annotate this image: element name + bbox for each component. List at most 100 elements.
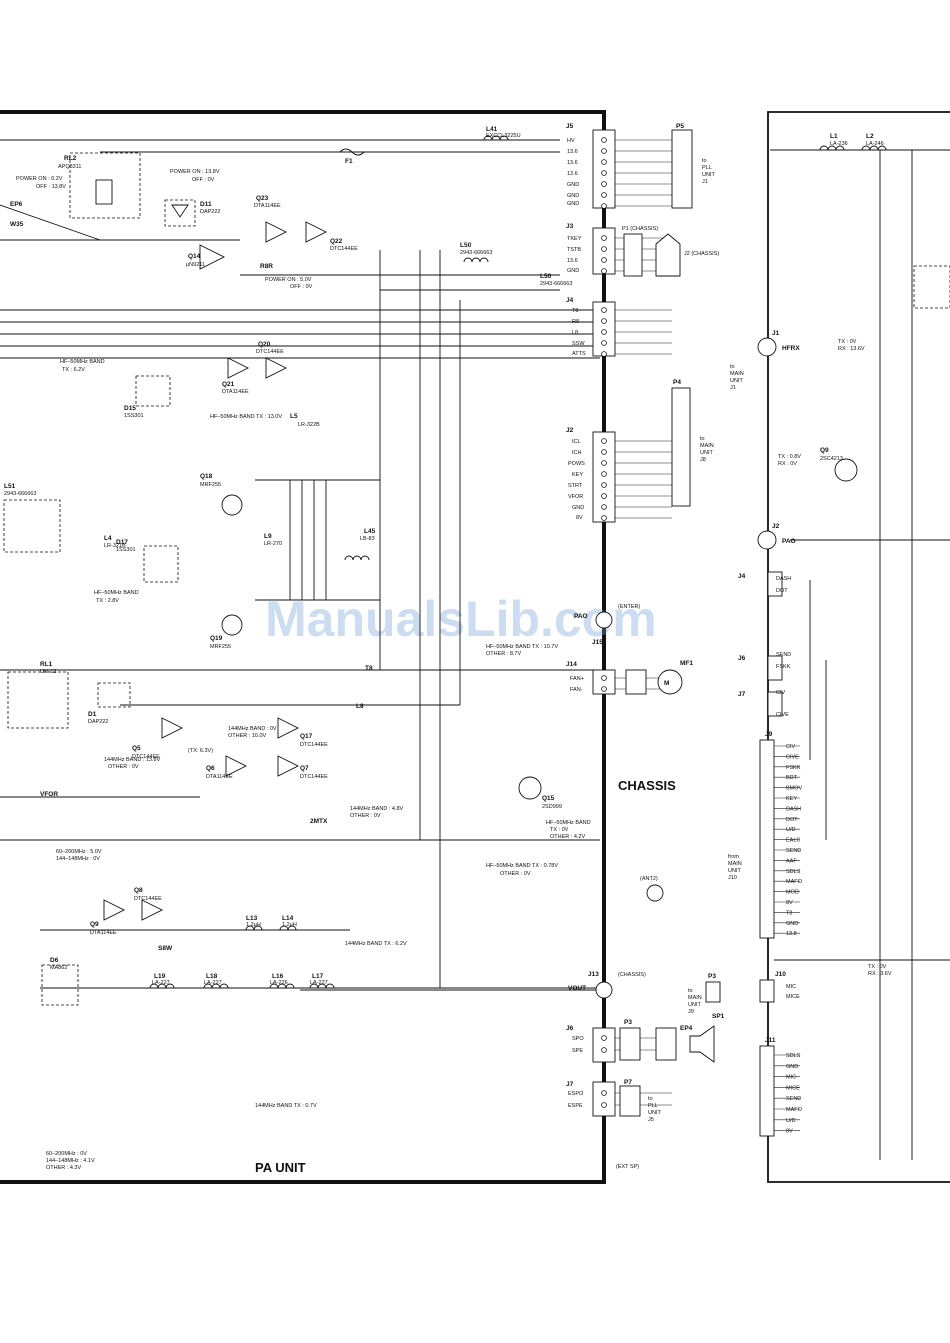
- svg-text:Q17: Q17: [300, 733, 313, 740]
- svg-text:144MHz BAND : 4.8V: 144MHz BAND : 4.8V: [350, 806, 404, 812]
- svg-text:UNIT: UNIT: [702, 172, 715, 178]
- svg-text:MIC: MIC: [786, 984, 796, 990]
- svg-text:J15: J15: [592, 639, 603, 646]
- svg-text:MAIN: MAIN: [728, 861, 742, 867]
- svg-text:SSW: SSW: [572, 341, 585, 347]
- svg-text:J9: J9: [688, 1009, 694, 1015]
- svg-text:ICL: ICL: [572, 439, 581, 445]
- svg-text:Q7: Q7: [300, 765, 309, 772]
- svg-text:L8: L8: [572, 330, 578, 336]
- svg-text:L50: L50: [540, 273, 552, 280]
- svg-text:R8R: R8R: [260, 263, 273, 270]
- svg-text:P5: P5: [676, 123, 684, 130]
- connector-pin: [601, 686, 607, 692]
- svg-text:HF–50MHz BAND: HF–50MHz BAND: [546, 820, 591, 826]
- svg-text:144MHz BAND TX : 6.2V: 144MHz BAND TX : 6.2V: [345, 941, 407, 947]
- svg-text:to: to: [700, 436, 705, 442]
- svg-text:L17: L17: [312, 973, 324, 980]
- svg-text:APQ3311: APQ3311: [58, 164, 81, 170]
- svg-text:ICH: ICH: [572, 450, 582, 456]
- connector-pin-label: 8V: [786, 1129, 793, 1135]
- svg-text:PLL: PLL: [648, 1103, 658, 1109]
- svg-text:PAO: PAO: [574, 613, 588, 620]
- svg-text:TSTB: TSTB: [567, 247, 581, 253]
- svg-text:FAN-: FAN-: [570, 687, 583, 693]
- connector-pin-label: SDLS: [786, 869, 801, 875]
- svg-text:MAIN: MAIN: [730, 371, 744, 377]
- svg-text:HF–50MHz BAND TX : 13.0V: HF–50MHz BAND TX : 13.0V: [210, 414, 282, 420]
- unit-borders: [0, 110, 950, 1184]
- svg-text:TX : 0.8V: TX : 0.8V: [778, 454, 801, 460]
- connector-pin-label: 8V: [786, 900, 793, 906]
- svg-text:D11: D11: [200, 201, 212, 208]
- svg-text:RX : 13.6V: RX : 13.6V: [838, 346, 865, 352]
- connector-pin: [601, 257, 607, 263]
- power-notes-top: POWER ON : 0.2V OFF : 13.8V POWER ON : 1…: [10, 169, 313, 290]
- svg-text:MA862: MA862: [50, 965, 67, 971]
- svg-text:144–148MHz : 4.1V: 144–148MHz : 4.1V: [46, 1158, 95, 1164]
- svg-text:M: M: [664, 680, 669, 687]
- connector-pin-label: GND: [786, 921, 798, 927]
- svg-text:RL2: RL2: [64, 155, 77, 162]
- svg-text:J5: J5: [566, 123, 574, 130]
- svg-text:RX : 0V: RX : 0V: [778, 461, 797, 467]
- svg-text:J14: J14: [566, 661, 577, 668]
- svg-text:P4: P4: [673, 379, 681, 386]
- svg-text:LA-246: LA-246: [866, 141, 884, 147]
- svg-text:UNIT: UNIT: [700, 450, 713, 456]
- svg-text:SEND: SEND: [776, 652, 791, 658]
- svg-text:Q8: Q8: [134, 887, 143, 894]
- svg-text:J10: J10: [775, 971, 786, 978]
- svg-text:144MHz BAND : 0V: 144MHz BAND : 0V: [228, 726, 277, 732]
- svg-text:OFF : 13.8V: OFF : 13.8V: [36, 184, 66, 190]
- transistor-q15: Q15 2SD999: [518, 776, 562, 810]
- connector-pin-label: U/D: [786, 827, 796, 833]
- svg-text:UNIT: UNIT: [688, 1002, 701, 1008]
- svg-text:(ENTER): (ENTER): [618, 604, 640, 610]
- svg-text:D15: D15: [124, 405, 136, 412]
- svg-text:8V: 8V: [576, 515, 583, 521]
- svg-text:OTHER : 8.7V: OTHER : 8.7V: [486, 651, 521, 657]
- svg-text:13.6: 13.6: [567, 149, 578, 155]
- svg-text:L19: L19: [154, 973, 166, 980]
- connector-pin: [601, 449, 607, 455]
- svg-text:L8: L8: [356, 703, 364, 710]
- svg-text:OFF : 0V: OFF : 0V: [290, 284, 313, 290]
- svg-text:POWER ON : 0.2V: POWER ON : 0.2V: [16, 176, 63, 182]
- svg-text:1SS301: 1SS301: [116, 547, 136, 553]
- transistor-q22: Q22 DTC144EE: [305, 221, 358, 252]
- svg-text:LR-270: LR-270: [264, 541, 282, 547]
- svg-text:OTHER : 10.0V: OTHER : 10.0V: [228, 733, 267, 739]
- svg-text:FAN+: FAN+: [570, 676, 584, 682]
- pa-unit-title: PA UNIT: [255, 1160, 306, 1175]
- connector-pin-label: FSKK: [786, 765, 801, 771]
- svg-text:RL1: RL1: [40, 661, 53, 668]
- svg-text:J3: J3: [566, 223, 574, 230]
- svg-text:J10: J10: [728, 875, 737, 881]
- connector-pin-label: EALC: [786, 838, 800, 844]
- svg-text:J1: J1: [702, 179, 708, 185]
- svg-text:Q19: Q19: [210, 635, 223, 642]
- svg-text:DTC144EE: DTC144EE: [256, 349, 284, 355]
- svg-text:Q9: Q9: [90, 921, 99, 928]
- connector-pin-label: MAFO: [786, 1107, 803, 1113]
- svg-text:SP1: SP1: [712, 1013, 725, 1020]
- svg-text:DTC144EE: DTC144EE: [132, 754, 160, 760]
- svg-text:EXCCL3225U: EXCCL3225U: [486, 133, 521, 139]
- svg-text:FSKK: FSKK: [776, 664, 791, 670]
- svg-text:MAIN: MAIN: [688, 995, 702, 1001]
- rf-section: L51 2943-666663 L4 LR-321B L5 LR-322B L9…: [3, 242, 572, 988]
- connector-pin: [601, 438, 607, 444]
- svg-text:13.6: 13.6: [567, 258, 578, 264]
- svg-text:GND: GND: [567, 182, 579, 188]
- connector-pin: [601, 1090, 607, 1096]
- connector-pin: [601, 307, 607, 313]
- connector-pin: [601, 340, 607, 346]
- svg-text:GND: GND: [572, 505, 584, 511]
- transistor-q20: Q20 DTC144EE: [256, 341, 288, 379]
- connector-pin: [601, 148, 607, 154]
- svg-text:POWER ON : 5.0V: POWER ON : 5.0V: [265, 277, 312, 283]
- svg-text:DAP222: DAP222: [200, 209, 221, 215]
- connector-pin-label: GND: [786, 1064, 798, 1070]
